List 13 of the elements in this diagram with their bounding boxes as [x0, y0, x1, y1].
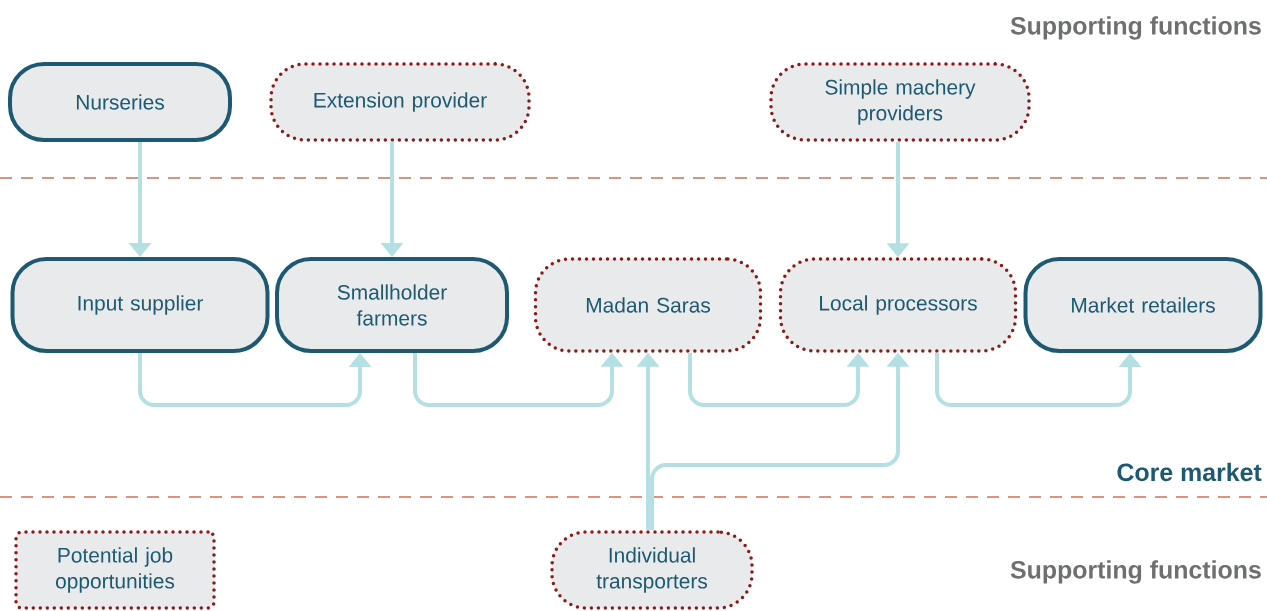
section-label: Supporting functions [1010, 560, 1261, 584]
rounded-box: Input supplier [10, 257, 270, 353]
dotted-box: Madan Saras [533, 257, 763, 353]
dotted-box: Local processors [778, 257, 1018, 353]
dotted-box: Extension provider [269, 62, 531, 142]
section-label: Core market [1117, 462, 1262, 482]
rounded-box: Nurseries [8, 62, 232, 142]
dotted-box: Simple machery providers [769, 62, 1031, 142]
dotted-box: Individual transporters [550, 530, 754, 610]
section-label: Supporting functions [1010, 16, 1261, 40]
rounded-box: Market retailers [1023, 257, 1263, 353]
legend-key: Potential job opportunities [14, 530, 216, 610]
rounded-box: Smallholder farmers [275, 257, 509, 353]
